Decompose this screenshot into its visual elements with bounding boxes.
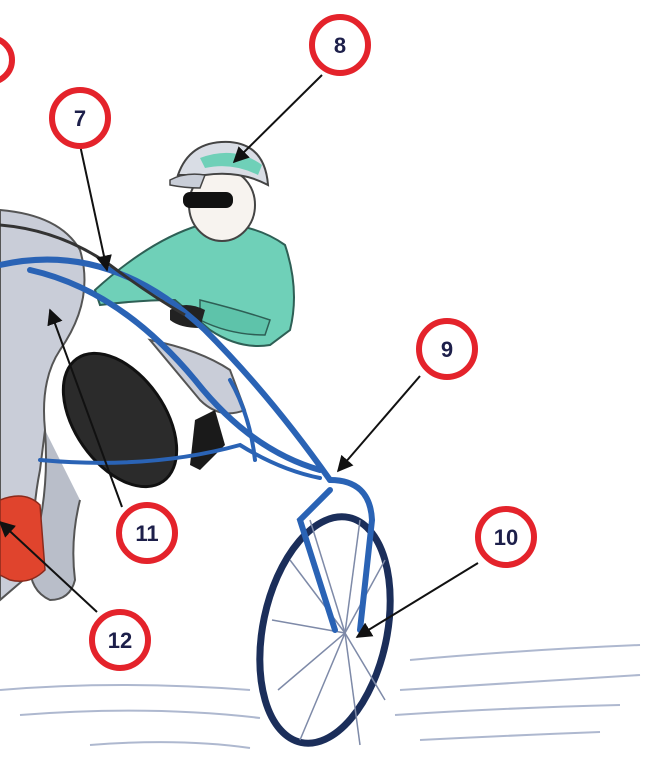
callout-number: 12 (108, 628, 132, 653)
callout-number: 8 (334, 33, 346, 58)
callout-8: 8 (312, 17, 368, 73)
track-lines (0, 645, 640, 748)
callouts: 7 8 9 10 11 12 (52, 17, 534, 668)
callout-11: 11 (119, 505, 175, 561)
sulky-wheel (240, 505, 409, 756)
leg-wrap (0, 496, 45, 581)
callout-number: 10 (494, 525, 518, 550)
callout-circle-cropped (0, 38, 12, 82)
callout-9: 9 (419, 321, 475, 377)
callout-number: 9 (441, 337, 453, 362)
callout-10: 10 (478, 509, 534, 565)
callout-12: 12 (92, 612, 148, 668)
callout-number: 7 (74, 106, 86, 131)
callout-7: 7 (52, 90, 108, 146)
callout-number: 11 (135, 521, 158, 546)
